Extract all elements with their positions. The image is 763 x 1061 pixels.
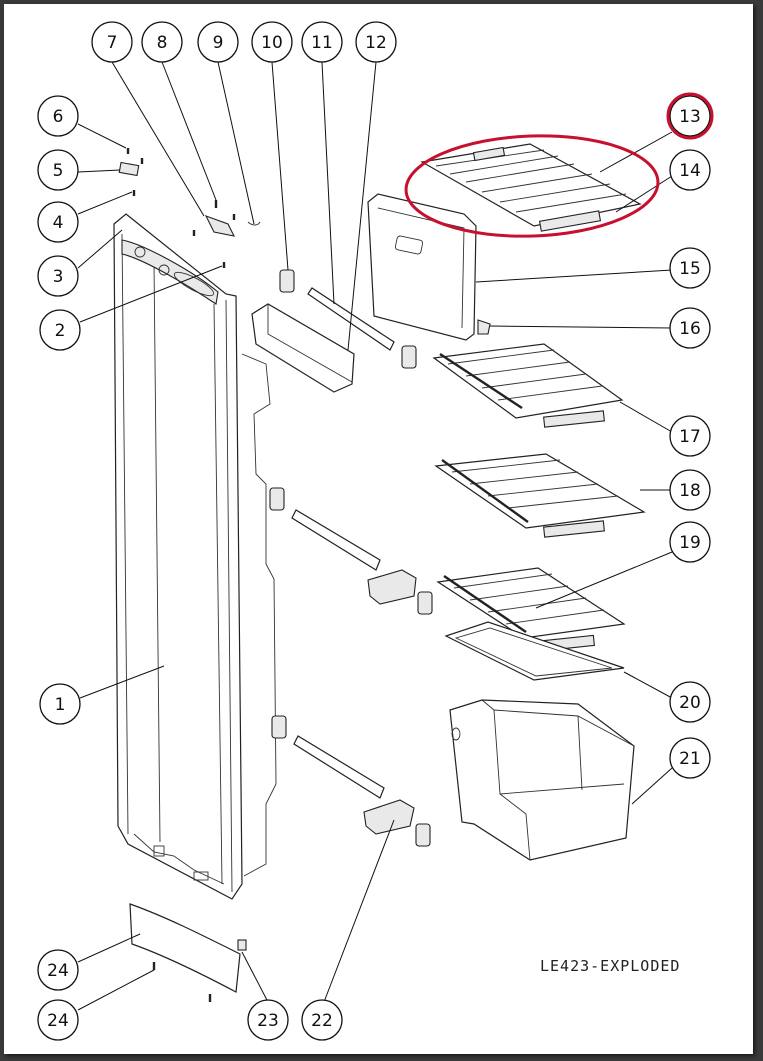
svg-text:23: 23 (257, 1011, 279, 1031)
callout-10: 10 (251, 21, 293, 63)
callout-17: 17 (669, 415, 711, 457)
svg-text:3: 3 (53, 267, 64, 287)
svg-text:17: 17 (679, 427, 701, 447)
callout-5: 5 (37, 149, 79, 191)
callout-8: 8 (141, 21, 183, 63)
svg-text:7: 7 (107, 33, 118, 53)
callout-15: 15 (669, 247, 711, 289)
callout-7: 7 (91, 21, 133, 63)
svg-text:2: 2 (55, 321, 66, 341)
part-shelf-18 (434, 453, 646, 538)
callout-4: 4 (37, 201, 79, 243)
svg-text:16: 16 (679, 319, 701, 339)
callout-24-lower: 24 (37, 999, 79, 1041)
part-frame-20 (444, 621, 625, 681)
callout-9: 9 (197, 21, 239, 63)
callout-3: 3 (37, 255, 79, 297)
callout-18: 18 (669, 469, 711, 511)
part-crisper-drawer-21 (449, 699, 635, 861)
part-shelf-17 (432, 343, 624, 428)
part-door-bar-lower (271, 715, 431, 847)
drawing-sheet: 7 8 9 10 11 12 6 5 4 3 2 13 14 15 16 17 … (4, 4, 753, 1054)
part-door-mount-upper (401, 345, 417, 369)
exploded-diagram: 7 8 9 10 11 12 6 5 4 3 2 13 14 15 16 17 … (37, 21, 714, 1041)
svg-text:10: 10 (261, 33, 283, 53)
callout-24-upper: 24 (37, 949, 79, 991)
svg-text:1: 1 (55, 695, 66, 715)
callout-22: 22 (301, 999, 343, 1041)
callout-12: 12 (355, 21, 397, 63)
callout-21: 21 (669, 737, 711, 779)
part-flap-15 (367, 193, 491, 341)
part-small-hardware (118, 148, 261, 268)
callout-1: 1 (39, 683, 81, 725)
part-kick-plate-24 (129, 903, 241, 1002)
callout-6: 6 (37, 95, 79, 137)
callout-14: 14 (669, 149, 711, 191)
svg-text:24: 24 (47, 961, 69, 981)
svg-text:11: 11 (311, 33, 333, 53)
svg-text:13: 13 (679, 107, 701, 127)
svg-text:8: 8 (157, 33, 168, 53)
svg-text:15: 15 (679, 259, 701, 279)
callout-11: 11 (301, 21, 343, 63)
svg-text:24: 24 (47, 1011, 69, 1031)
part-door-bin-12 (251, 303, 355, 393)
leader-lines (77, 61, 673, 1011)
svg-text:4: 4 (53, 213, 64, 233)
part-door-panel (113, 213, 277, 900)
svg-text:14: 14 (679, 161, 701, 181)
part-clip-10 (279, 269, 295, 293)
svg-text:22: 22 (311, 1011, 333, 1031)
callout-13: 13 (669, 95, 711, 137)
callout-2: 2 (39, 309, 81, 351)
part-screw-23 (237, 939, 247, 951)
svg-text:21: 21 (679, 749, 701, 769)
callout-23: 23 (247, 999, 289, 1041)
highlight-ring-13 (666, 92, 714, 140)
callout-16: 16 (669, 307, 711, 349)
part-top-shelf-14 (420, 143, 642, 232)
svg-text:5: 5 (53, 161, 64, 181)
svg-text:20: 20 (679, 693, 701, 713)
callout-20: 20 (669, 681, 711, 723)
svg-text:6: 6 (53, 107, 64, 127)
svg-text:18: 18 (679, 481, 701, 501)
highlight-ellipse-shelf (404, 134, 660, 238)
part-shelf-19 (436, 567, 626, 652)
svg-text:9: 9 (213, 33, 224, 53)
part-door-bar-middle (269, 487, 433, 615)
callout-19: 19 (669, 521, 711, 563)
drawing-id-label: LE423-EXPLODED (540, 957, 681, 975)
svg-text:12: 12 (365, 33, 387, 53)
svg-text:19: 19 (679, 533, 701, 553)
